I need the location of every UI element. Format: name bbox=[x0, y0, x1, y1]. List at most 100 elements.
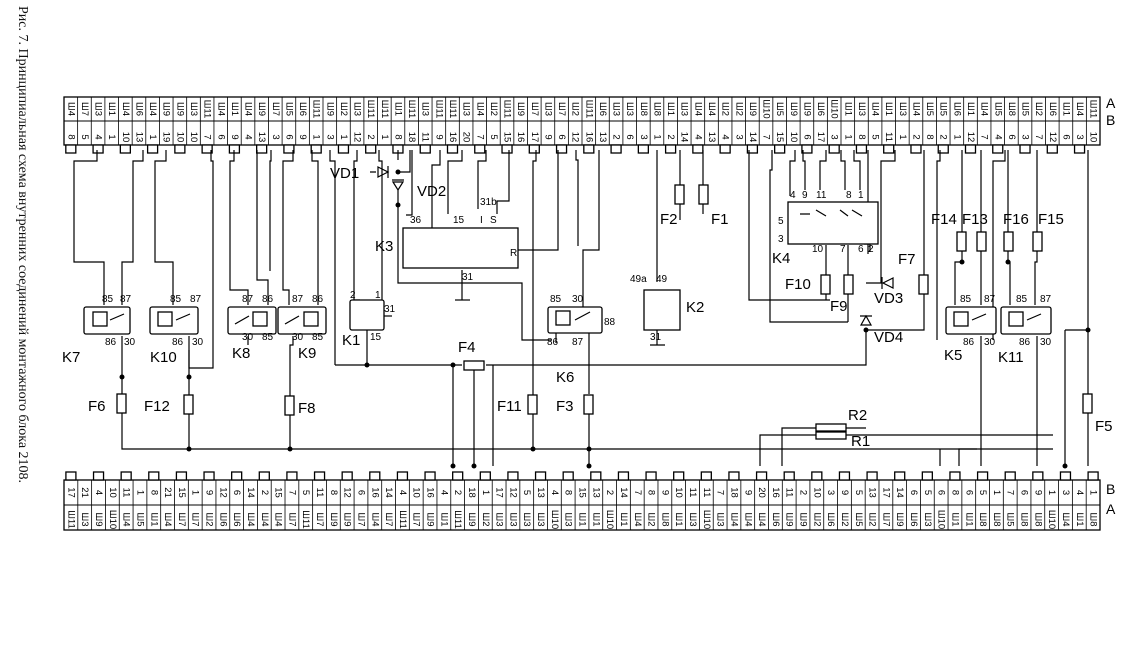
connector-tab bbox=[1032, 471, 1044, 481]
svg-text:85: 85 bbox=[1016, 294, 1028, 305]
connector-pin-label: 9 bbox=[297, 134, 308, 139]
connector-socket-label: Ш3 bbox=[922, 513, 933, 527]
connector-socket-label: Ш2 bbox=[570, 102, 581, 116]
connector-socket-label: Ш9 bbox=[256, 102, 267, 116]
connector-socket-label: Ш2 bbox=[204, 513, 215, 527]
connector-pin-label: 8 bbox=[392, 134, 403, 139]
connector-socket-label: Ш9 bbox=[324, 102, 335, 116]
connector-socket-label: Ш11 bbox=[65, 510, 76, 529]
connector-socket-label: Ш5 bbox=[938, 102, 949, 116]
diode-vd1: VD1 bbox=[330, 165, 390, 182]
connector-pin-label: 16 bbox=[515, 132, 526, 143]
svg-text:31b: 31b bbox=[480, 197, 497, 208]
label-f16: F16 bbox=[1003, 211, 1029, 228]
connector-socket-label: Ш2 bbox=[646, 513, 657, 527]
svg-text:31: 31 bbox=[384, 304, 396, 315]
svg-text:87: 87 bbox=[120, 294, 132, 305]
connector-tab bbox=[203, 471, 215, 481]
connector-socket-label: Ш4 bbox=[632, 513, 643, 527]
diode-vd3: VD3 bbox=[874, 277, 903, 307]
resistors-r1-r2: R2 R1 bbox=[815, 407, 870, 450]
svg-text:4: 4 bbox=[790, 190, 796, 201]
connector-pin-label: 17 bbox=[494, 487, 505, 498]
connector-socket-label: Ш6 bbox=[231, 513, 242, 527]
svg-text:36: 36 bbox=[410, 215, 422, 226]
connector-socket-label: Ш11 bbox=[202, 100, 213, 119]
connector-socket-label: Ш1 bbox=[883, 102, 894, 116]
connector-socket-label: Ш6 bbox=[597, 102, 608, 116]
connector-tab bbox=[755, 471, 768, 481]
connector-pin-label: 16 bbox=[369, 487, 380, 498]
label-vd4: VD4 bbox=[874, 329, 903, 346]
connector-pin-label: 5 bbox=[977, 490, 988, 495]
connector-pin-label: 16 bbox=[425, 487, 436, 498]
connector-socket-label: Ш1 bbox=[618, 513, 629, 527]
connector-socket-label: Ш6 bbox=[297, 102, 308, 116]
connector-pin-label: 18 bbox=[406, 132, 417, 143]
connector-socket-label: Ш4 bbox=[243, 102, 254, 116]
connector-tab bbox=[811, 471, 823, 481]
connector-pin-label: 7 bbox=[1005, 490, 1016, 495]
connector-tab bbox=[256, 144, 268, 154]
connector-pin-label: 4 bbox=[549, 490, 560, 495]
connector-tab bbox=[937, 144, 949, 154]
connector-tab bbox=[828, 144, 840, 154]
connector-pin-label: 11 bbox=[420, 132, 431, 142]
connector-socket-label: Ш5 bbox=[1020, 102, 1031, 116]
connector-socket-label: Ш11 bbox=[300, 510, 311, 529]
connector-pin-label: 11 bbox=[687, 488, 698, 498]
connector-tab bbox=[866, 471, 878, 481]
connector-socket-label: Ш4 bbox=[742, 513, 753, 527]
connector-pin-label: 6 bbox=[624, 134, 635, 139]
svg-text:49: 49 bbox=[656, 274, 668, 285]
connector-tab bbox=[313, 471, 326, 481]
connector-socket-label: Ш11 bbox=[502, 100, 513, 119]
svg-text:I: I bbox=[480, 215, 483, 226]
connector-pin-label: 13 bbox=[590, 487, 601, 498]
connector-pin-label: 7 bbox=[632, 490, 643, 495]
connector-pin-label: 4 bbox=[1074, 490, 1085, 495]
svg-text:3: 3 bbox=[778, 234, 784, 245]
connector-pin-label: 6 bbox=[556, 134, 567, 139]
svg-text:30: 30 bbox=[242, 332, 254, 343]
svg-text:87: 87 bbox=[572, 337, 584, 348]
connector-pin-label: 12 bbox=[965, 132, 976, 143]
connector-socket-label: Ш4 bbox=[273, 513, 284, 527]
label-f14: F14 bbox=[931, 211, 957, 228]
label-k2: K2 bbox=[686, 299, 704, 316]
connector-tab bbox=[637, 144, 649, 154]
label-f3: F3 bbox=[556, 398, 574, 415]
connector-socket-label: Ш6 bbox=[825, 513, 836, 527]
label-vd3: VD3 bbox=[874, 290, 903, 307]
label-f5: F5 bbox=[1095, 418, 1113, 435]
svg-text:87: 87 bbox=[1040, 294, 1052, 305]
connector-pin-label: 17 bbox=[880, 487, 891, 498]
relay-k3: 36 15 I S 31b R 31 K3 bbox=[375, 197, 519, 283]
connector-socket-label: Ш10 bbox=[829, 99, 840, 118]
connector-pin-label: 3 bbox=[270, 134, 281, 139]
connector-pin-label: 1 bbox=[190, 490, 201, 495]
connector-socket-label: Ш10 bbox=[1046, 510, 1057, 529]
connector-pin-label: 9 bbox=[839, 490, 850, 495]
label-vd2: VD2 bbox=[417, 183, 446, 200]
connector-pin-label: 14 bbox=[618, 487, 629, 498]
connector-socket-label: Ш1 bbox=[665, 102, 676, 116]
connector-tab bbox=[231, 471, 243, 481]
connector-socket-label: Ш4 bbox=[147, 102, 158, 116]
connector-socket-label: Ш2 bbox=[733, 102, 744, 116]
connector-tab bbox=[148, 471, 160, 481]
connector-tab bbox=[910, 144, 922, 154]
connector-socket-label: Ш6 bbox=[908, 513, 919, 527]
label-k3: K3 bbox=[375, 238, 393, 255]
connector-pin-label: 6 bbox=[215, 134, 226, 139]
connector-pin-label: 1 bbox=[842, 134, 853, 139]
relay-k10: 85 87 86 30 K10 bbox=[149, 294, 204, 366]
connector-socket-label: Ш1 bbox=[1060, 102, 1071, 116]
svg-text:S: S bbox=[490, 215, 497, 226]
connector-socket-label: Ш3 bbox=[420, 102, 431, 116]
svg-text:86: 86 bbox=[105, 337, 117, 348]
connector-pin-label: 19 bbox=[161, 132, 172, 143]
fuses: F2 F1 F6 F12 F8 F4 F11 F3 F5 F10 F9 F7 F… bbox=[88, 184, 1113, 435]
connector-socket-label: Ш6 bbox=[951, 102, 962, 116]
